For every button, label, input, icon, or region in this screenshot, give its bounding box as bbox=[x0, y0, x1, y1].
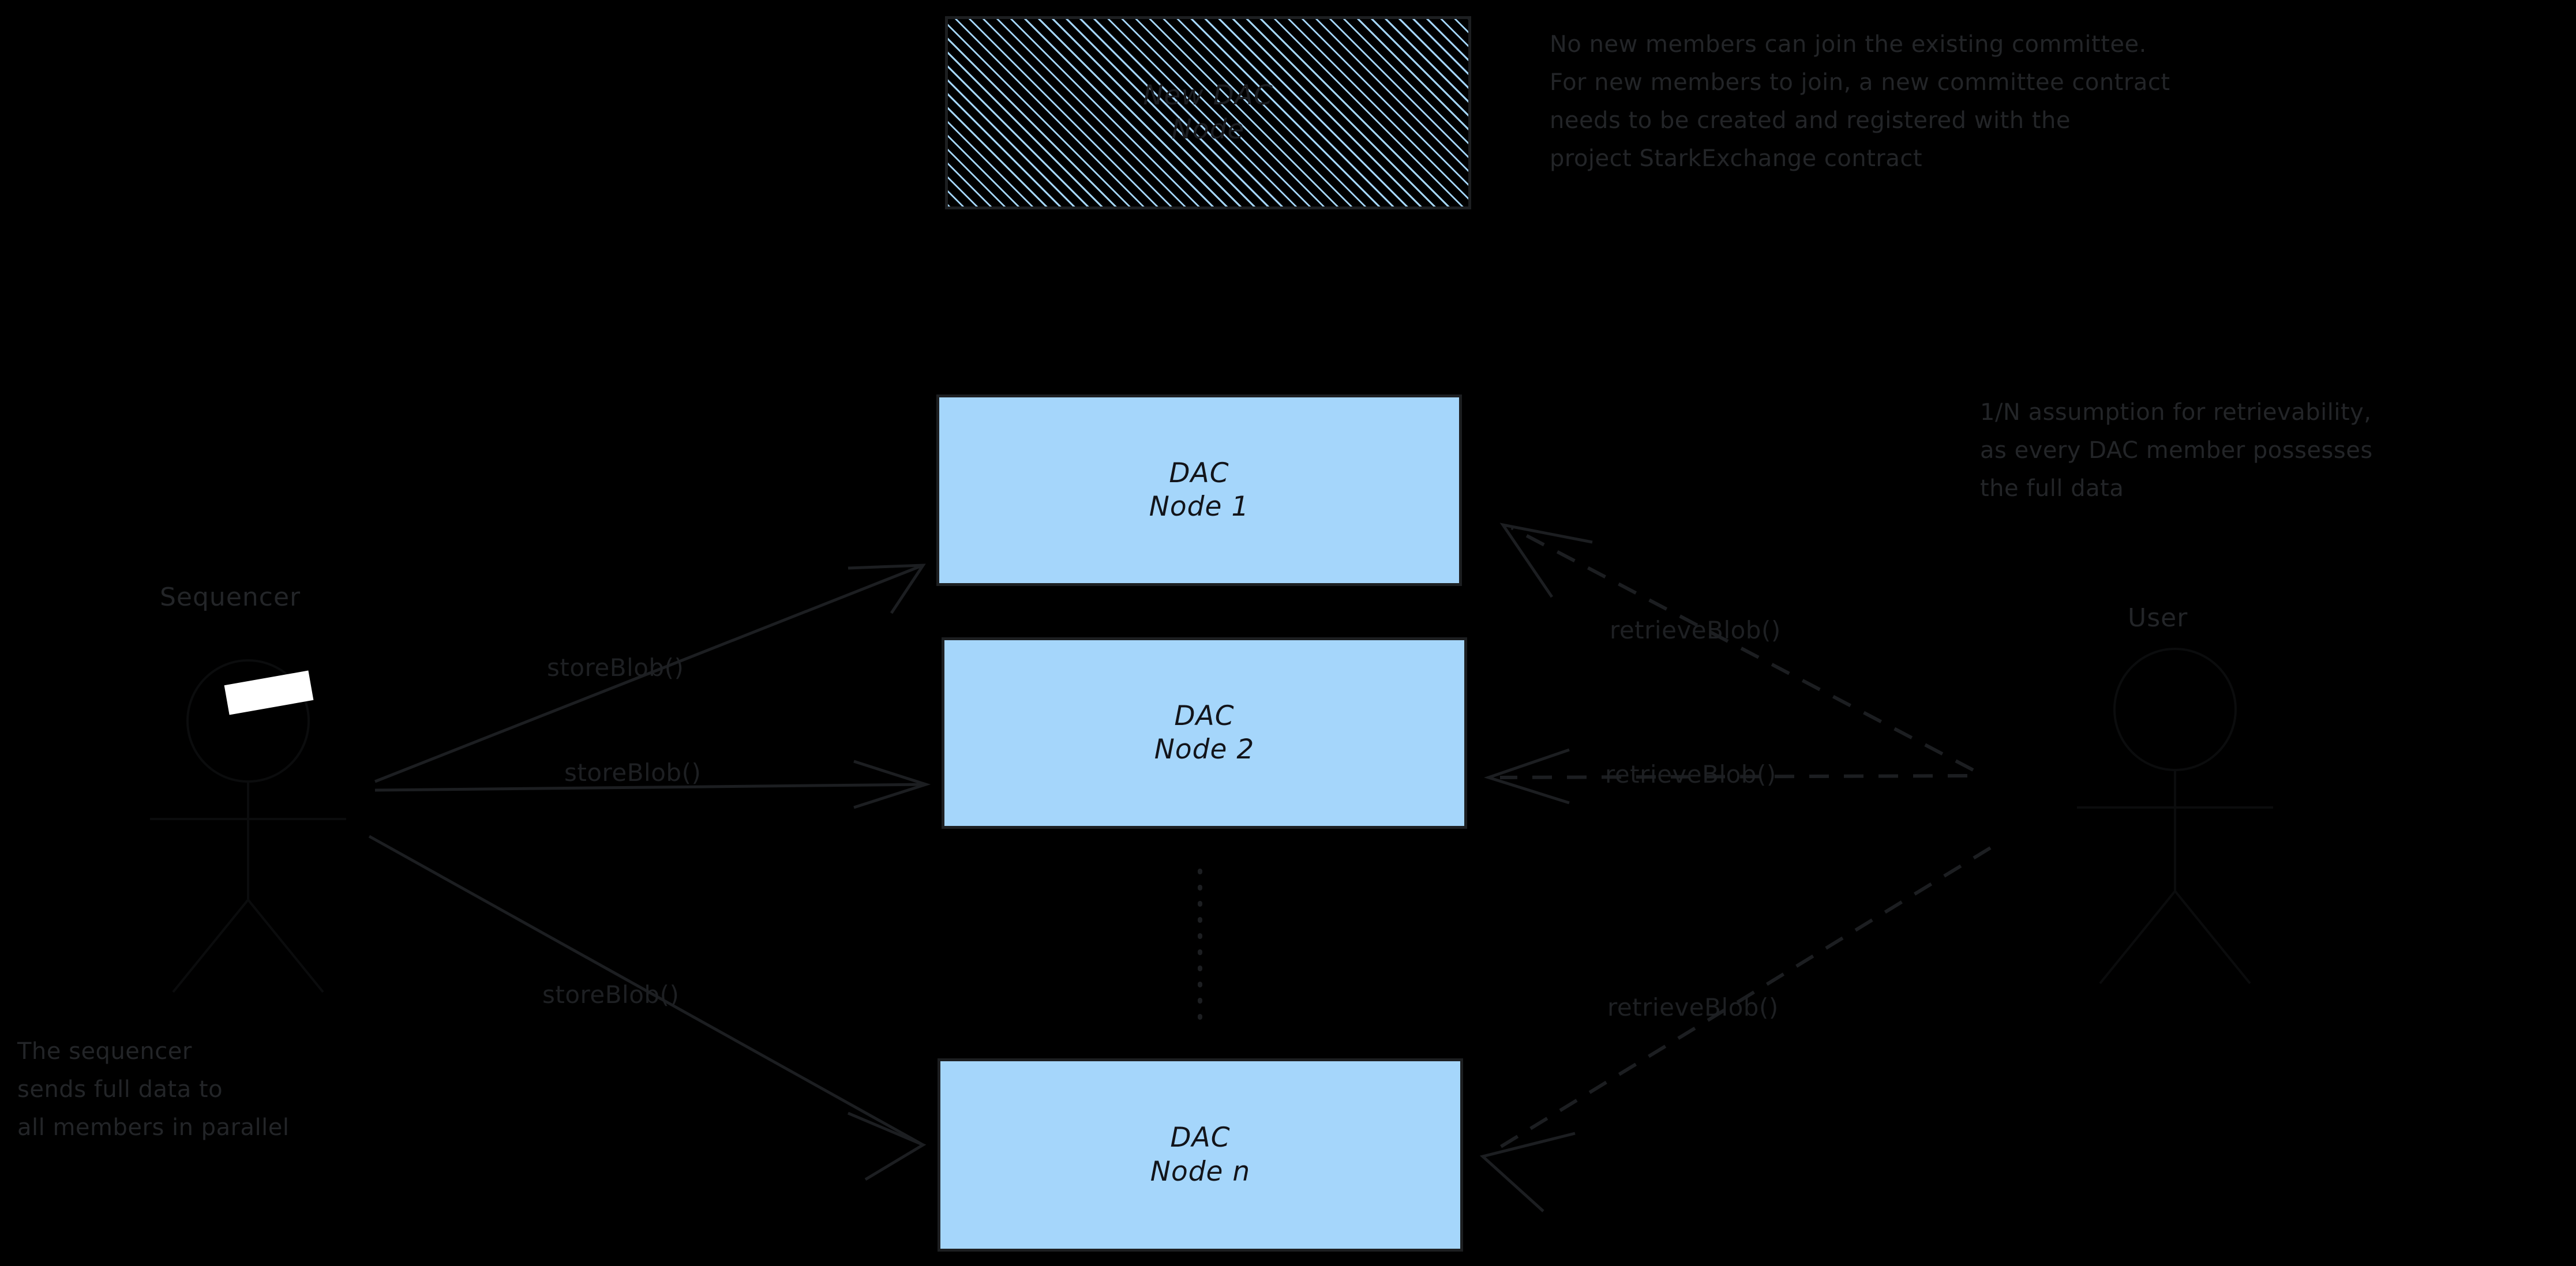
retrieve-blob-edge-noden bbox=[1479, 846, 1992, 1212]
new-dac-node-title: New DAC bbox=[1143, 80, 1273, 112]
new-dac-node-subtitle: Node bbox=[1171, 113, 1245, 145]
dac-node-2-subtitle: Node 2 bbox=[1154, 734, 1255, 765]
store-blob-label-node1: storeBlob() bbox=[547, 653, 684, 682]
new-dac-node-box[interactable]: New DAC Node bbox=[945, 16, 1471, 209]
user-label: User bbox=[2128, 603, 2188, 633]
dac-node-2-title: DAC bbox=[1174, 700, 1235, 732]
sequencer-white-tag bbox=[224, 670, 314, 715]
committee-annotation: No new members can join the existing com… bbox=[1550, 31, 2170, 172]
retrieve-blob-label-node2: retrieveBlob() bbox=[1605, 760, 1776, 788]
retrieve-blob-label-node1: retrieveBlob() bbox=[1610, 616, 1781, 644]
dac-node-2-box[interactable]: DAC Node 2 bbox=[942, 637, 1467, 829]
dac-node-n-subtitle: Node n bbox=[1150, 1155, 1251, 1188]
retrievability-annotation: 1/N assumption for retrievability, as ev… bbox=[1980, 399, 2373, 502]
dac-node-1-title: DAC bbox=[1169, 457, 1229, 489]
store-blob-label-node2: storeBlob() bbox=[564, 758, 702, 787]
dac-node-1-subtitle: Node 1 bbox=[1149, 491, 1250, 523]
store-blob-label-noden: storeBlob() bbox=[542, 981, 680, 1009]
sequencer-note-annotation: The sequencer sends full data to all mem… bbox=[17, 1038, 290, 1141]
retrieve-blob-label-noden: retrieveBlob() bbox=[1607, 993, 1779, 1021]
sequencer-figure-icon bbox=[150, 659, 346, 993]
dac-node-n-box[interactable]: DAC Node n bbox=[938, 1058, 1463, 1252]
user-figure-icon bbox=[2077, 648, 2273, 985]
dac-node-1-box[interactable]: DAC Node 1 bbox=[936, 395, 1462, 586]
retrieve-blob-edge-node1 bbox=[1499, 523, 1974, 772]
dac-node-n-title: DAC bbox=[1170, 1122, 1231, 1154]
sequencer-label: Sequencer bbox=[160, 583, 301, 612]
